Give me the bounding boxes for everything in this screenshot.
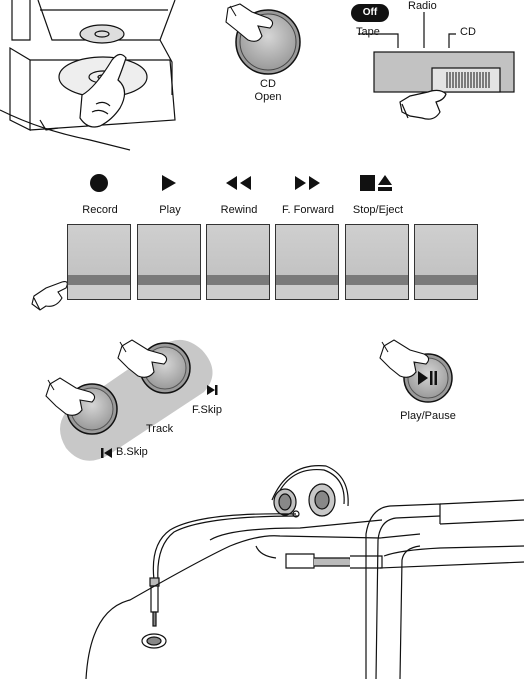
fast-forward-key[interactable] xyxy=(275,224,339,300)
rewind-icon xyxy=(224,174,254,196)
record-key[interactable] xyxy=(67,224,131,300)
key-label-fast-forward: F. Forward xyxy=(272,204,344,216)
track-label: Track xyxy=(146,423,173,435)
track-skip-art xyxy=(46,340,218,461)
headphones-illustration xyxy=(142,466,348,648)
key-label-stop-eject: Stop/Eject xyxy=(342,204,414,216)
play-icon xyxy=(161,174,177,196)
key-label-play: Play xyxy=(140,204,200,216)
bskip-label: B.Skip xyxy=(116,446,148,458)
radio-label: Radio xyxy=(408,0,437,12)
fskip-label: F.Skip xyxy=(192,404,222,416)
cd-compartment-illustration xyxy=(0,0,175,150)
cd-open-label-line2: Open xyxy=(250,91,286,104)
key-label-record: Record xyxy=(70,204,130,216)
stop-eject-icon xyxy=(359,174,395,196)
play-pause-label: Play/Pause xyxy=(388,410,468,422)
fast-forward-icon xyxy=(293,174,323,196)
cd-open-button-art xyxy=(226,4,300,74)
cd-open-label-line1: CD xyxy=(250,78,286,91)
pause-key[interactable] xyxy=(414,224,478,300)
cd-open-label: CD Open xyxy=(250,78,286,104)
key-label-rewind: Rewind xyxy=(209,204,269,216)
play-key[interactable] xyxy=(137,224,201,300)
tape-key-pointer-hand xyxy=(32,282,67,310)
function-switch-art xyxy=(358,12,514,119)
off-badge: Off xyxy=(351,4,389,22)
record-icon xyxy=(90,174,108,196)
cd-label: CD xyxy=(460,26,476,38)
play-pause-art xyxy=(380,340,452,402)
rewind-key[interactable] xyxy=(206,224,270,300)
stop-eject-key[interactable] xyxy=(345,224,409,300)
tape-label: Tape xyxy=(356,26,380,38)
